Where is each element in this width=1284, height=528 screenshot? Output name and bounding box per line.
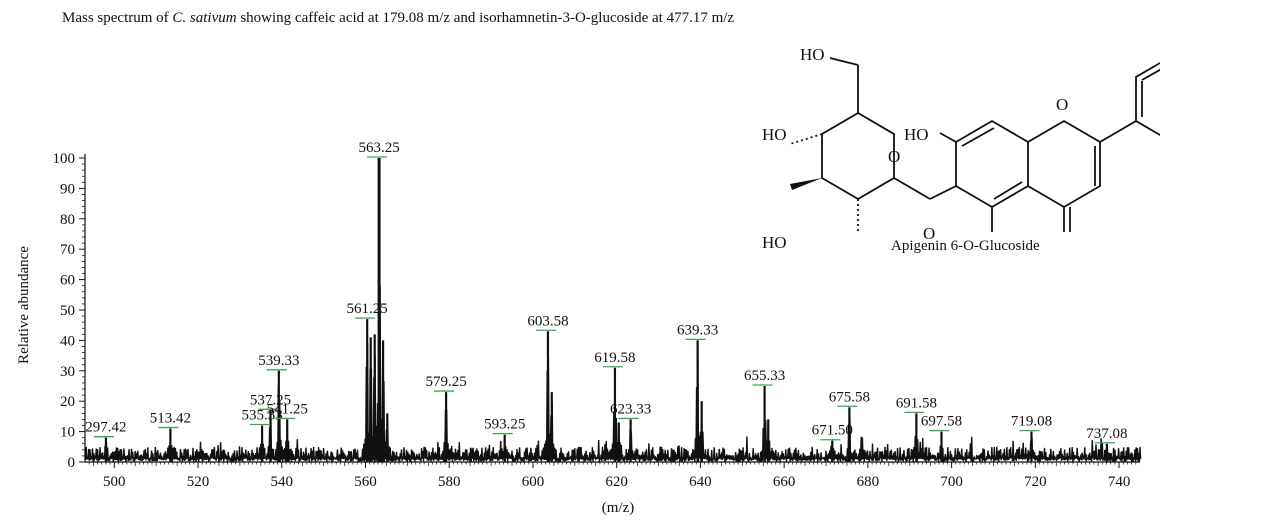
peak-label: 541.25 [267,401,308,417]
bond-c2-b-ring [1099,120,1137,143]
molecule-bonds [789,57,1160,232]
peak-label: 539.33 [258,353,299,369]
peak-label: 623.33 [610,401,651,417]
peak-label: 671.50 [812,423,853,439]
y-tick-label: 90 [60,181,75,197]
chart-axes: 0 10 20 30 40 50 60 70 80 90 100 500 520 540 560 580 600… [53,151,1140,490]
peak-label: 537.25 [250,392,291,408]
caption-species: C. sativum [172,10,237,26]
y-tick-label: 10 [60,425,75,441]
atom-label-c7-oh: HO [904,125,929,144]
atom-label-ring-o: O [888,147,900,166]
glucose-ring [821,111,895,201]
x-tick-label: 720 [1024,474,1047,490]
y-tick-label: 80 [60,212,75,228]
y-tick-label: 40 [60,333,75,349]
y-tick-label: 30 [60,364,75,380]
b-ring [1135,61,1160,137]
bond-c4-oh [789,133,823,145]
bond-c7-oh [939,132,957,143]
bond-c6-oh [829,57,859,66]
peak-label: 561.25 [347,301,388,317]
peak-label: 579.25 [425,374,466,390]
compound-name: Apigenin 6-O-Glucoside [891,238,1040,254]
spectrum-trace [84,158,1142,464]
atom-label-c4-oh: HO [762,125,787,144]
peak-label: 691.58 [896,395,937,411]
x-tick-label: 600 [522,474,545,490]
peak-label: 719.08 [1011,414,1052,430]
x-axis-title: (m/z) [602,500,634,516]
x-tick-label: 680 [857,474,880,490]
y-tick-label: 60 [60,273,75,289]
peak-label: 593.25 [484,417,525,433]
x-tick-label: 520 [187,474,210,490]
y-tick-label: 50 [60,303,75,319]
caption-prefix: Mass spectrum of [62,10,173,26]
b-ring-double-1 [1141,68,1160,81]
atom-label-c6-oh: HO [800,45,825,64]
x-tick-label: 740 [1108,474,1131,490]
a-ring-double-2 [993,181,1023,200]
peak-label: 639.33 [677,322,718,338]
figure-caption: Mass spectrum of C. sativum showing caff… [62,10,734,27]
peak-label: 675.58 [829,389,870,405]
y-tick-label: 100 [53,151,76,167]
a-ring-double-1 [961,127,995,147]
c-ring [1027,119,1101,209]
peak-label: 513.42 [150,411,191,427]
y-tick-label: 70 [60,242,75,258]
y-tick-label: 20 [60,394,75,410]
y-axis-title: Relative abundance [16,246,32,364]
x-tick-label: 620 [605,474,628,490]
bond-c1-o [893,177,931,200]
peak-label: 737.08 [1086,426,1127,442]
x-tick-label: 560 [354,474,377,490]
x-tick-label: 580 [438,474,461,490]
caption-suffix: showing caffeic acid at 179.08 m/z and i… [236,10,735,26]
peak-label: 563.25 [358,140,399,156]
wedge-bond-c2-oh [790,178,822,190]
y-tick-label: 0 [68,455,76,471]
x-tick-label: 660 [773,474,796,490]
peak-label: 535.33 [241,408,282,424]
atom-label-c2-oh: HO [762,233,787,248]
x-tick-label: 640 [689,474,712,490]
peak-label: 603.58 [527,313,568,329]
bond-o-aglycone [929,185,957,200]
apigenin-6-o-glucoside-structure: HO HO O HO O HO O OH OH O OH O [762,45,1160,248]
x-tick-label: 540 [271,474,294,490]
peak-label: 655.33 [744,368,785,384]
atom-label-glycosidic-o: O [923,224,935,243]
a-ring [955,119,1029,209]
x-tick-label: 500 [103,474,126,490]
peak-label: 619.58 [594,350,635,366]
spectrum-line [84,183,1142,464]
peak-label: 297.42 [85,420,126,436]
x-tick-label: 700 [940,474,963,490]
atom-label-pyran-o: O [1056,95,1068,114]
peak-label: 697.58 [921,414,962,430]
